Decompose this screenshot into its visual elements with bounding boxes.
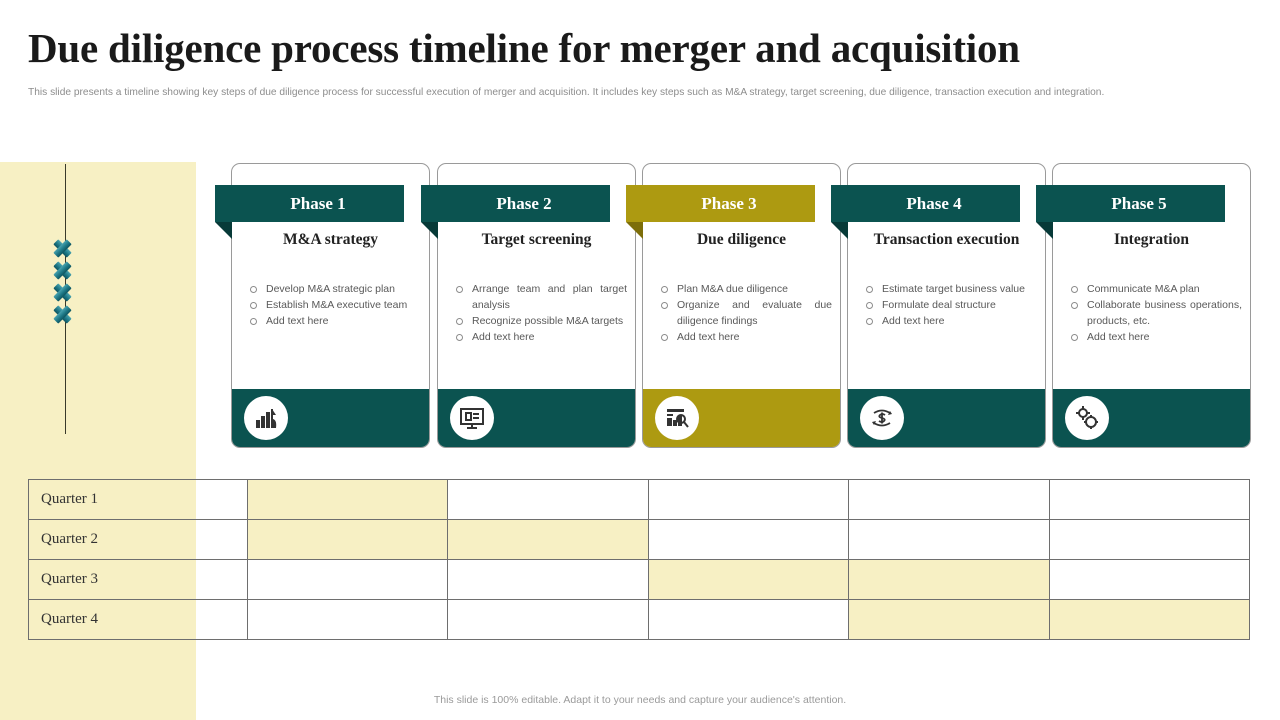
list-item: Plan M&A due diligence [655, 281, 832, 297]
timeline-cell[interactable] [647, 559, 850, 600]
timeline-cell[interactable] [1048, 599, 1251, 640]
page-title: Due diligence process timeline for merge… [28, 25, 1020, 71]
phase-title: Due diligence [696, 231, 787, 248]
phase-ribbon-label: Phase 3 [701, 194, 757, 213]
timeline-cell[interactable] [246, 479, 449, 520]
timeline-cell[interactable] [246, 559, 449, 600]
factory-chart-icon [244, 396, 288, 440]
row-label: Quarter 2 [28, 519, 248, 560]
timeline-cell[interactable] [848, 519, 1050, 560]
page-subtitle: This slide presents a timeline showing k… [28, 87, 1105, 98]
list-item: Estimate target business value [860, 281, 1037, 297]
table-row: Quarter 3 [28, 559, 1251, 600]
timeline-table: Quarter 1 Quarter 2 Quarter 3 Quarter 4 [28, 479, 1251, 640]
phase-footer-bar [438, 389, 635, 447]
timeline-cell[interactable] [848, 599, 1050, 640]
list-item: Formulate deal structure [860, 297, 1037, 313]
list-item: Add text here [1065, 329, 1242, 345]
list-item: Develop M&A strategic plan [244, 281, 421, 297]
table-row: Quarter 1 [28, 479, 1251, 520]
phase-ribbon: Phase 4 [831, 185, 1020, 222]
phase-card-5[interactable]: Phase 5 Integration Communicate M&A plan… [1036, 163, 1251, 448]
timeline-cell[interactable] [1048, 559, 1251, 600]
gears-icon [1065, 396, 1109, 440]
table-row: Quarter 4 [28, 599, 1251, 640]
timeline-cell[interactable] [647, 519, 850, 560]
timeline-cell[interactable] [848, 479, 1050, 520]
timeline-cell[interactable] [1048, 479, 1251, 520]
document-search-icon [655, 396, 699, 440]
phase-bullet-list: Communicate M&A plan Collaborate busines… [1065, 281, 1242, 345]
phase-bullet-list: Plan M&A due diligence Organize and eval… [655, 281, 832, 345]
phase-card-3[interactable]: Phase 3 Due diligence Plan M&A due dilig… [626, 163, 841, 448]
footer-note: This slide is 100% editable. Adapt it to… [433, 694, 847, 706]
list-item: Add text here [244, 313, 421, 329]
timeline-cell[interactable] [447, 519, 649, 560]
phase-ribbon: Phase 1 [215, 185, 404, 222]
timeline-cell[interactable] [246, 519, 449, 560]
phase-ribbon: Phase 2 [421, 185, 610, 222]
list-item: Add text here [860, 313, 1037, 329]
table-row: Quarter 2 [28, 519, 1251, 560]
timeline-cell[interactable] [647, 599, 850, 640]
list-item: Establish M&A executive team [244, 297, 421, 313]
timeline-cell[interactable] [447, 559, 649, 600]
timeline-cell[interactable] [447, 599, 649, 640]
row-label: Quarter 3 [28, 559, 248, 600]
phase-ribbon-label: Phase 5 [1111, 194, 1167, 213]
timeline-cell[interactable] [647, 479, 850, 520]
row-label: Quarter 4 [28, 599, 248, 640]
phase-title: Transaction execution [873, 231, 1020, 248]
list-item: Arrange team and plan target analysis [450, 281, 627, 313]
dollar-cycle-icon [860, 396, 904, 440]
row-label: Quarter 1 [28, 479, 248, 520]
list-item: Organize and evaluate due diligence find… [655, 297, 832, 329]
list-item: Recognize possible M&A targets [450, 313, 627, 329]
timeline-cell[interactable] [848, 559, 1050, 600]
phase-ribbon-label: Phase 4 [906, 194, 962, 213]
phase-title: M&A strategy [282, 231, 379, 248]
phase-ribbon-label: Phase 2 [496, 194, 552, 213]
list-item: Add text here [450, 329, 627, 345]
list-item: Add text here [655, 329, 832, 345]
timeline-cell[interactable] [1048, 519, 1251, 560]
phase-ribbon: Phase 5 [1036, 185, 1225, 222]
monitor-presentation-icon [450, 396, 494, 440]
ribbon-fold-icon [215, 222, 232, 239]
phase-bullet-list: Arrange team and plan target analysis Re… [450, 281, 627, 345]
phase-footer-bar [848, 389, 1045, 447]
list-item: Communicate M&A plan [1065, 281, 1242, 297]
list-item: Collaborate business operations, product… [1065, 297, 1242, 329]
phase-card-4[interactable]: Phase 4 Transaction execution Estimate t… [831, 163, 1046, 448]
phase-bullet-list: Develop M&A strategic plan Establish M&A… [244, 281, 421, 329]
phase-title: Target screening [481, 231, 592, 248]
phase-bullet-list: Estimate target business value Formulate… [860, 281, 1037, 329]
timeline-cell[interactable] [447, 479, 649, 520]
phase-card-2[interactable]: Phase 2 Target screening Arrange team an… [421, 163, 636, 448]
phase-footer-bar [232, 389, 429, 447]
phase-card-1[interactable]: Phase 1 M&A strategy Develop M&A strateg… [215, 163, 430, 448]
phase-ribbon-label: Phase 1 [290, 194, 346, 213]
phase-ribbon: Phase 3 [626, 185, 815, 222]
phase-footer-bar [643, 389, 840, 447]
timeline-cell[interactable] [246, 599, 449, 640]
phase-title: Integration [1114, 231, 1189, 248]
phase-footer-bar [1053, 389, 1250, 447]
